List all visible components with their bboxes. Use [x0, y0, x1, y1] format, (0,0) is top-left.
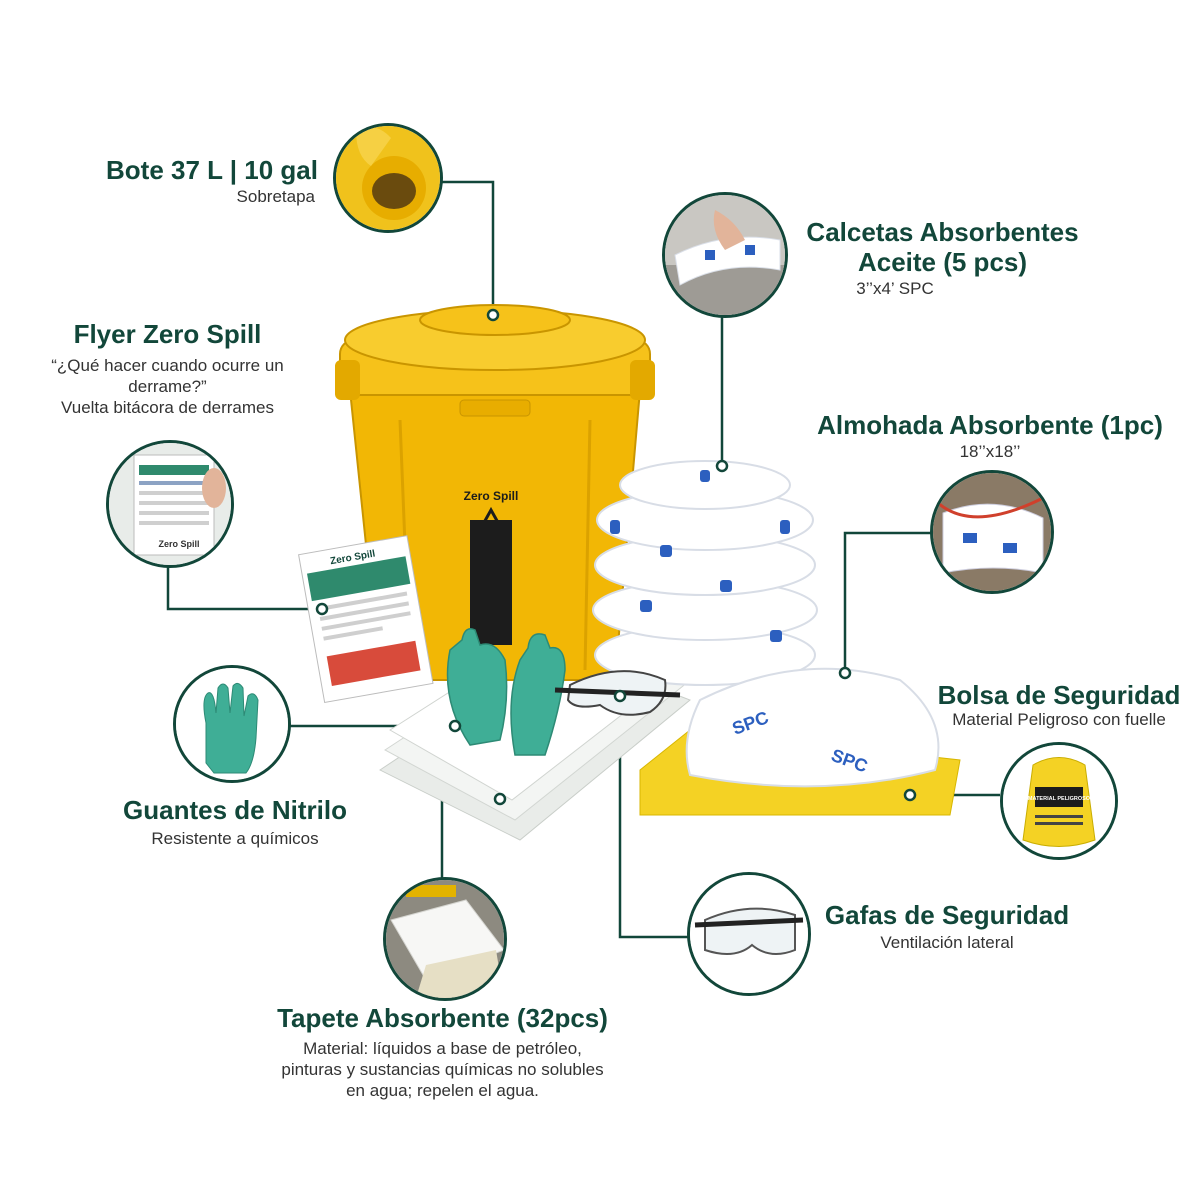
mat-icon: [386, 880, 504, 998]
calcetas-subtitle: 3’’x4’ SPC: [856, 279, 934, 298]
pillow-icon: [933, 473, 1051, 591]
flyer-subtitle-line2: derrame?”: [128, 377, 207, 396]
goggles-icon: [690, 875, 808, 993]
almohada-thumbnail: [930, 470, 1054, 594]
almohada-subtitle: 18’’x18’’: [959, 442, 1021, 461]
sock-icon: [665, 195, 785, 315]
document-icon: Zero Spill: [109, 443, 231, 565]
tapete-subtitle-line2: pinturas y sustancias químicas no solubl…: [281, 1060, 604, 1079]
flyer-subtitle-line1: “¿Qué hacer cuando ocurre un: [51, 356, 284, 375]
bolsa-thumbnail: MATERIAL PELIGROSO: [1000, 742, 1118, 860]
bolsa-subtitle: Material Peligroso con fuelle: [952, 710, 1166, 729]
gafas-title: Gafas de Seguridad: [824, 900, 1070, 930]
flyer-connector: [166, 565, 322, 611]
hazard-bag-icon: MATERIAL PELIGROSO: [1003, 745, 1115, 857]
bucket-lid-icon: [336, 126, 440, 230]
gafas-subtitle: Ventilación lateral: [880, 933, 1014, 952]
bote-title: Bote 37 L | 10 gal: [106, 155, 318, 185]
guantes-thumbnail: [173, 665, 291, 783]
gafas-thumbnail: [687, 872, 811, 996]
bucket-brand-label: Zero Spill: [464, 489, 519, 503]
flyer-subtitle-line3: Vuelta bitácora de derrames: [61, 398, 274, 417]
absorbent-pillow: SPC SPC: [685, 667, 940, 788]
calcetas-title-line2: Aceite (5 pcs): [857, 247, 1028, 277]
flyer-thumbnail: Zero Spill: [106, 440, 234, 568]
absorbent-socks: [592, 460, 818, 686]
flyer-title: Flyer Zero Spill: [73, 319, 262, 349]
bote-lid-thumbnail: [333, 123, 443, 233]
tapete-thumbnail: [383, 877, 507, 1001]
bag-label: MATERIAL PELIGROSO: [1028, 796, 1091, 802]
calcetas-thumbnail: [662, 192, 788, 318]
gafas-connector: [618, 696, 690, 939]
tapete-title: Tapete Absorbente (32pcs): [277, 1003, 608, 1033]
bolsa-title: Bolsa de Seguridad: [937, 680, 1181, 710]
sheet-brand-label: Zero Spill: [158, 539, 199, 549]
flyer: Zero Spill: [298, 535, 434, 704]
almohada-title: Almohada Absorbente (1pc): [817, 410, 1163, 440]
bote-subtitle: Sobretapa: [236, 187, 315, 206]
tapete-subtitle-line3: en agua; repelen el agua.: [346, 1081, 539, 1100]
almohada-connector: [843, 531, 937, 673]
guantes-title: Guantes de Nitrilo: [123, 795, 347, 825]
calcetas-title-line1: Calcetas Absorbentes: [806, 217, 1079, 247]
nitrile-gloves: [446, 628, 566, 756]
tapete-subtitle-line1: Material: líquidos a base de petróleo,: [303, 1039, 582, 1058]
guantes-subtitle: Resistente a químicos: [151, 829, 319, 848]
bote-connector: [435, 180, 495, 315]
glove-icon: [176, 668, 288, 780]
